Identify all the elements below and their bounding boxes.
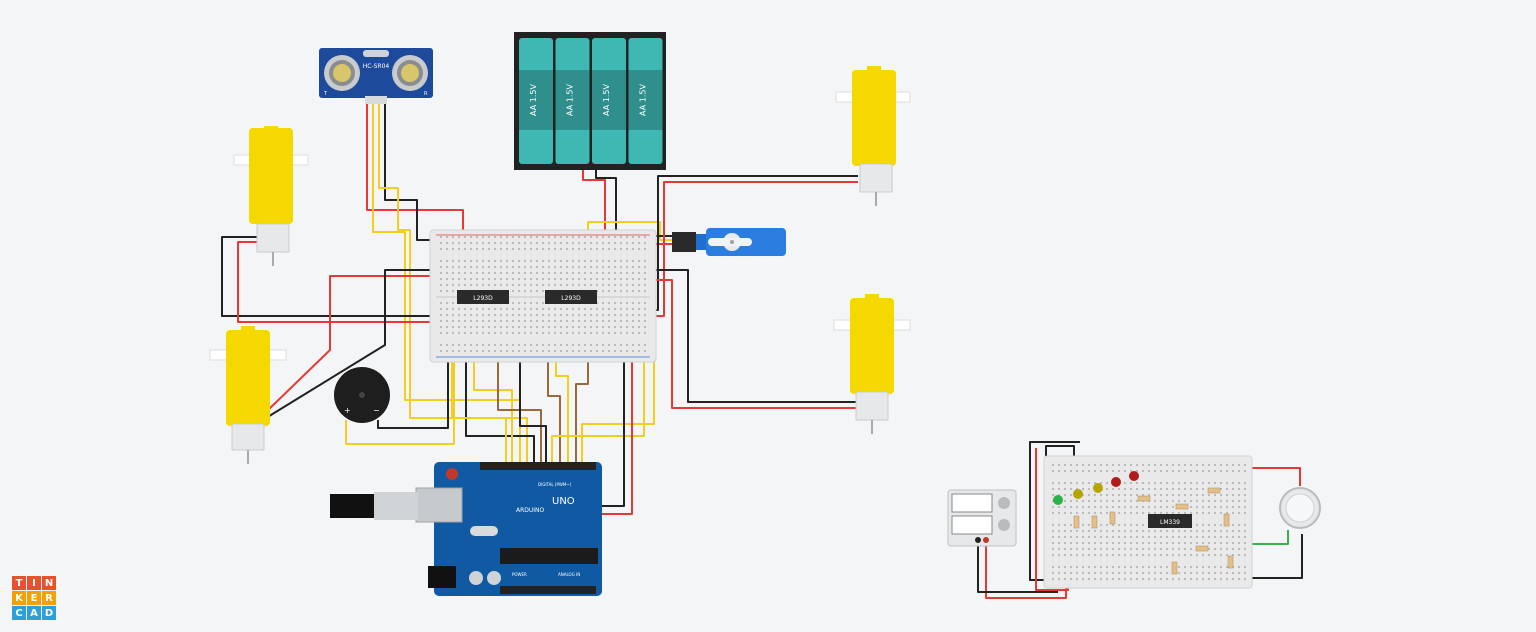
motor-bottom-left[interactable] — [209, 326, 287, 464]
battery-cell: AA 1.5V — [555, 38, 590, 164]
ultrasonic-label: HC-SR04 — [363, 63, 390, 70]
led-green[interactable] — [1053, 495, 1063, 505]
driver-left-label: L293D — [473, 295, 493, 302]
logo-letter: I — [27, 576, 41, 590]
lm339-chip[interactable]: LM339 — [1148, 514, 1192, 528]
driver-right[interactable]: L293D — [545, 290, 597, 304]
ultrasonic-pin-t: T — [323, 91, 328, 97]
logo-letter: A — [27, 606, 41, 620]
led-red-1[interactable] — [1111, 477, 1121, 487]
wire-battery-neg[interactable] — [595, 168, 617, 236]
ultrasonic-pin-r: R — [424, 91, 428, 97]
battery-cell: AA 1.5V — [519, 38, 553, 164]
leds[interactable] — [1053, 471, 1139, 505]
resistors[interactable] — [1073, 487, 1234, 575]
motor-top-left[interactable] — [233, 126, 309, 266]
led-yellow-1[interactable] — [1073, 489, 1083, 499]
wire-us-echo[interactable] — [378, 104, 528, 464]
logo-letter: T — [12, 576, 26, 590]
ultrasonic-sensor[interactable]: HC-SR04 T R — [319, 48, 433, 104]
wire-us-gnd[interactable] — [384, 104, 432, 241]
gas-sensor[interactable] — [1279, 487, 1321, 529]
wire-us-vcc[interactable] — [366, 104, 464, 240]
arduino-brand: ARDUINO — [516, 507, 545, 514]
wire-buzzer-neg[interactable] — [377, 310, 449, 429]
logo-letter: E — [27, 591, 41, 605]
wire-lm-4[interactable] — [1244, 467, 1301, 486]
lm339-label: LM339 — [1160, 519, 1180, 526]
wire-ard-4[interactable] — [547, 330, 561, 464]
battery-cell-label: AA 1.5V — [566, 84, 575, 116]
battery-cell: AA 1.5V — [592, 38, 626, 164]
logo-letter: C — [12, 606, 26, 620]
buzzer-minus: − — [373, 406, 380, 415]
wire-lm-psu-red[interactable] — [985, 540, 1067, 599]
battery-pack[interactable]: AA 1.5V AA 1.5V AA 1.5V AA 1.5V — [514, 32, 666, 170]
battery-cell: AA 1.5V — [628, 38, 663, 164]
arduino-digital-header: DIGITAL (PWM~) — [538, 482, 572, 487]
wire-lm-6[interactable] — [1240, 530, 1289, 545]
logo-letter: N — [42, 576, 56, 590]
logo-letter: R — [42, 591, 56, 605]
wire-motor-bl-b[interactable] — [265, 269, 470, 419]
servo-motor[interactable] — [672, 228, 786, 256]
driver-right-label: L293D — [561, 295, 581, 302]
led-red-2[interactable] — [1129, 471, 1139, 481]
wire-buzzer-pos[interactable] — [345, 312, 455, 445]
wire-lm-psu-blk[interactable] — [977, 540, 1058, 593]
arduino-power-header: POWER — [512, 572, 527, 577]
motor-top-right[interactable] — [835, 66, 911, 206]
arduino-analog-header: ANALOG IN — [558, 572, 580, 577]
arduino-model: UNO — [552, 496, 575, 507]
driver-left[interactable]: L293D — [457, 290, 509, 304]
wire-lm-5[interactable] — [1244, 534, 1303, 579]
logo-letter: K — [12, 591, 26, 605]
buzzer-plus: + — [344, 406, 351, 415]
battery-cell-label: AA 1.5V — [529, 84, 538, 116]
main-breadboard[interactable] — [429, 229, 657, 363]
logo-letter: D — [42, 606, 56, 620]
arduino-uno[interactable]: ARDUINO UNO DIGITAL (PWM~) POWER ANALOG … — [300, 462, 602, 596]
wire-ard-gnd[interactable] — [596, 356, 625, 507]
wire-ard-1[interactable] — [465, 330, 535, 464]
battery-cell-label: AA 1.5V — [602, 84, 611, 116]
battery-cell-label: AA 1.5V — [639, 84, 648, 116]
led-yellow-2[interactable] — [1093, 483, 1103, 493]
piezo-buzzer[interactable]: + − — [334, 367, 390, 423]
motor-bottom-right[interactable] — [833, 294, 911, 434]
power-supply[interactable] — [947, 489, 1017, 547]
